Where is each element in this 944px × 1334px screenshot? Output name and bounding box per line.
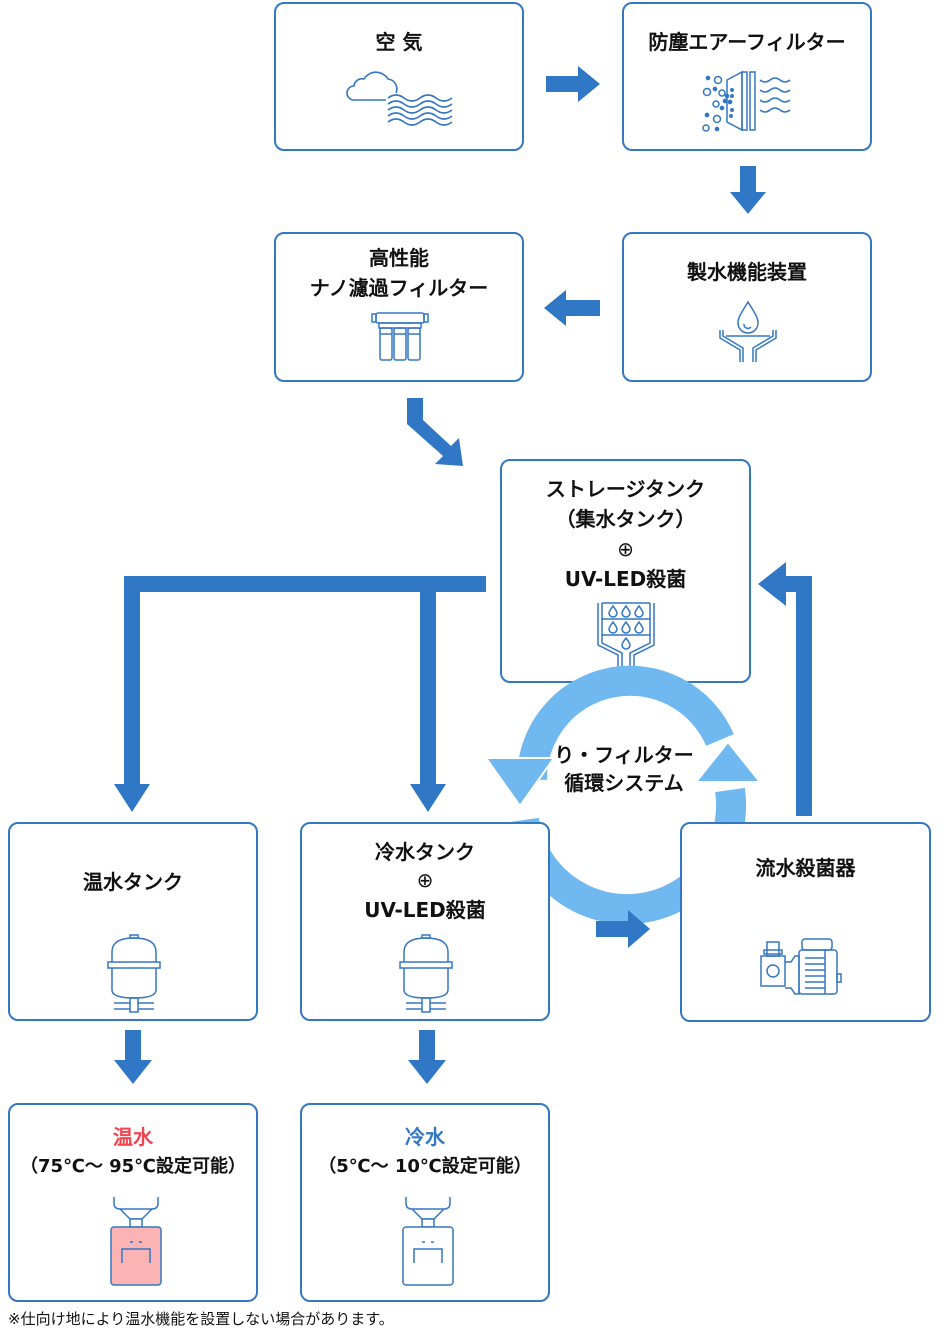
node-title-line1: 高性能 — [369, 246, 429, 270]
triple-filter-icon — [371, 312, 429, 361]
air-filter-icon — [702, 70, 791, 132]
return-arrow-up-left — [758, 562, 812, 816]
arrow-diagonal-down-right — [407, 398, 463, 466]
node-title-line2: （集水タンク） — [555, 507, 696, 531]
plus-symbol: ⊕ — [416, 868, 434, 892]
node-storage-tank: ストレージタンク （集水タンク） ⊕ UV-LED殺菌 — [500, 459, 751, 683]
branch-arrow — [114, 576, 486, 812]
node-title-line3: UV-LED殺菌 — [564, 567, 687, 591]
water-drop-funnel-icon — [719, 300, 777, 362]
pressure-tank-icon — [107, 934, 161, 1013]
cycle-label-line2: 循環システム — [564, 771, 683, 795]
dispenser-icon — [110, 1197, 162, 1286]
node-title-line2: ナノ濾過フィルター — [309, 276, 489, 300]
arrow-right — [596, 910, 650, 948]
node-cold-tank: 冷水タンク ⊕ UV-LED殺菌 — [300, 822, 550, 1021]
arrow-down — [730, 166, 766, 214]
plus-symbol: ⊕ — [617, 537, 634, 561]
node-dust-filter: 防塵エアーフィルター — [622, 2, 872, 151]
arrow-right — [546, 66, 600, 102]
cloud-waves-icon — [346, 71, 453, 126]
arrow-left — [544, 290, 600, 326]
hot-water-title: 温水 — [113, 1125, 153, 1149]
cycle-label-line1: り・フィルター — [554, 743, 694, 767]
footnote: ※仕向け地により温水機能を設置しない場合があります。 — [8, 1310, 394, 1328]
node-title-line1: 冷水タンク — [375, 840, 475, 864]
storage-tank-icon — [597, 602, 655, 667]
node-hot-tank: 温水タンク — [8, 822, 258, 1021]
arrow-down — [114, 1030, 152, 1084]
hot-water-range: （75℃～ 95℃設定可能） — [20, 1156, 246, 1177]
node-title: 温水タンク — [83, 870, 183, 894]
cold-water-title: 冷水 — [405, 1125, 445, 1149]
node-cold-water: 冷水 （5℃～ 10℃設定可能） — [300, 1103, 550, 1302]
node-title-line1: ストレージタンク — [545, 477, 706, 501]
node-title-line2: UV-LED殺菌 — [364, 898, 486, 922]
node-hot-water: 温水 （75℃～ 95℃設定可能） — [8, 1103, 258, 1302]
node-nano-filter: 高性能 ナノ濾過フィルター — [274, 232, 524, 382]
dispenser-icon — [402, 1197, 454, 1286]
node-title: 製水機能装置 — [687, 260, 807, 284]
node-sterilizer: 流水殺菌器 — [680, 822, 931, 1022]
node-air: 空 気 — [274, 2, 524, 151]
arrow-down — [408, 1030, 446, 1084]
pressure-tank-icon — [399, 934, 453, 1013]
node-title: 流水殺菌器 — [755, 856, 856, 880]
node-title: 防塵エアーフィルター — [648, 30, 846, 54]
cold-water-range: （5℃～ 10℃設定可能） — [318, 1156, 532, 1177]
node-water-maker: 製水機能装置 — [622, 232, 872, 382]
pump-icon — [760, 938, 842, 995]
node-title: 空 気 — [375, 30, 423, 54]
